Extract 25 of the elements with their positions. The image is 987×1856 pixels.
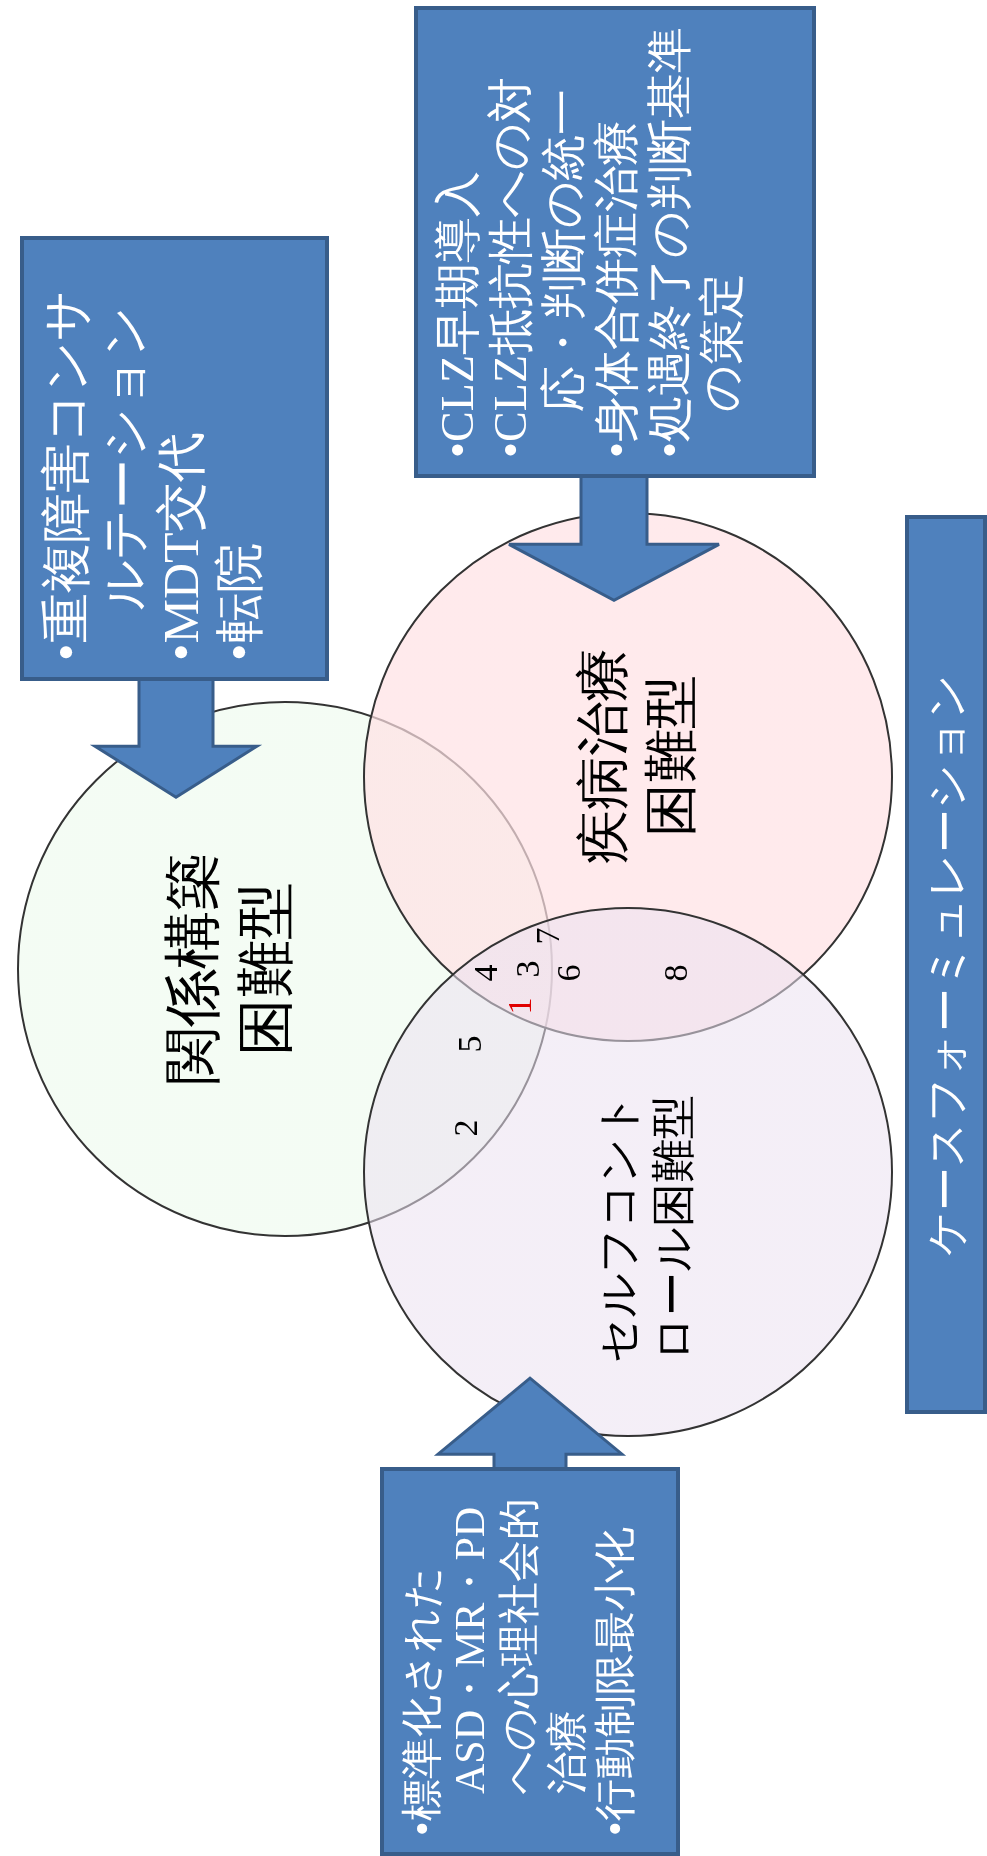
callout-box xyxy=(414,6,816,478)
circle-label: 関係構築困難型 xyxy=(158,852,298,1087)
bullet-item: •標準化されたASD・MR・PDへの心理社会的治療 xyxy=(398,1497,591,1836)
region-number: 1 xyxy=(501,997,539,1015)
bullet-item: •転院 xyxy=(210,542,268,661)
circle-label: 疾病治療困難型 xyxy=(571,647,701,866)
circle-label: セルフコントロール困難型 xyxy=(593,1092,699,1365)
region-number: 6 xyxy=(550,964,588,982)
region-number: 5 xyxy=(451,1035,489,1053)
region-number: 8 xyxy=(657,964,695,982)
bullet-item: •重複障害コンサルテーション xyxy=(38,289,153,661)
region-number: 4 xyxy=(467,964,505,982)
region-number: 7 xyxy=(529,927,567,945)
region-number: 2 xyxy=(447,1119,485,1137)
bullet-item: •行動制限最小化 xyxy=(591,1526,640,1836)
callout-box xyxy=(20,236,329,681)
region-number: 3 xyxy=(509,960,547,978)
bullet-item: •CLZ早期導入 xyxy=(432,170,484,458)
bullet-item: •処遇終了の判断基準の策定 xyxy=(643,25,749,458)
bullet-item: •身体合併症治療 xyxy=(590,118,643,458)
banner-text: ケースフォーミュレーション xyxy=(920,673,972,1256)
bullet-item: •CLZ抵抗性への対応・判断の統一 xyxy=(484,76,590,458)
bullet-item: •MDT交代 xyxy=(153,431,210,661)
banner xyxy=(905,515,987,1414)
callout-box xyxy=(380,1467,680,1856)
